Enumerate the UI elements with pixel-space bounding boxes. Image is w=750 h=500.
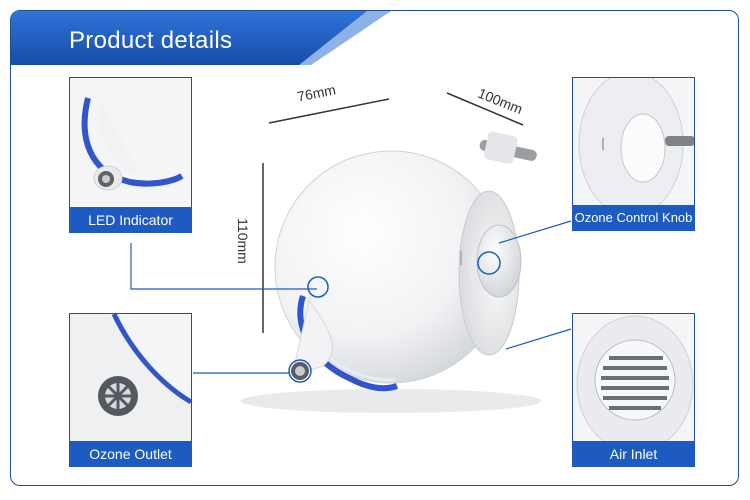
product-illustration <box>130 92 572 413</box>
ozone-control-knob-photo <box>572 77 695 210</box>
plug-pin-icon <box>479 131 537 164</box>
air-inlet-label: Air Inlet <box>572 441 695 467</box>
ozone-outlet-label: Ozone Outlet <box>69 441 192 467</box>
air-inlet-photo <box>572 313 695 446</box>
led-indicator-photo <box>69 77 192 210</box>
page-title: Product details <box>69 27 233 54</box>
led-indicator-label: LED Indicator <box>69 207 192 233</box>
product-details-frame: Product details <box>10 10 739 486</box>
header-banner <box>11 11 391 65</box>
height-dimension-label: 110mm <box>234 218 251 264</box>
ozone-outlet-photo <box>69 313 192 446</box>
ozone-control-knob-label: Ozone Control Knob <box>572 205 695 231</box>
